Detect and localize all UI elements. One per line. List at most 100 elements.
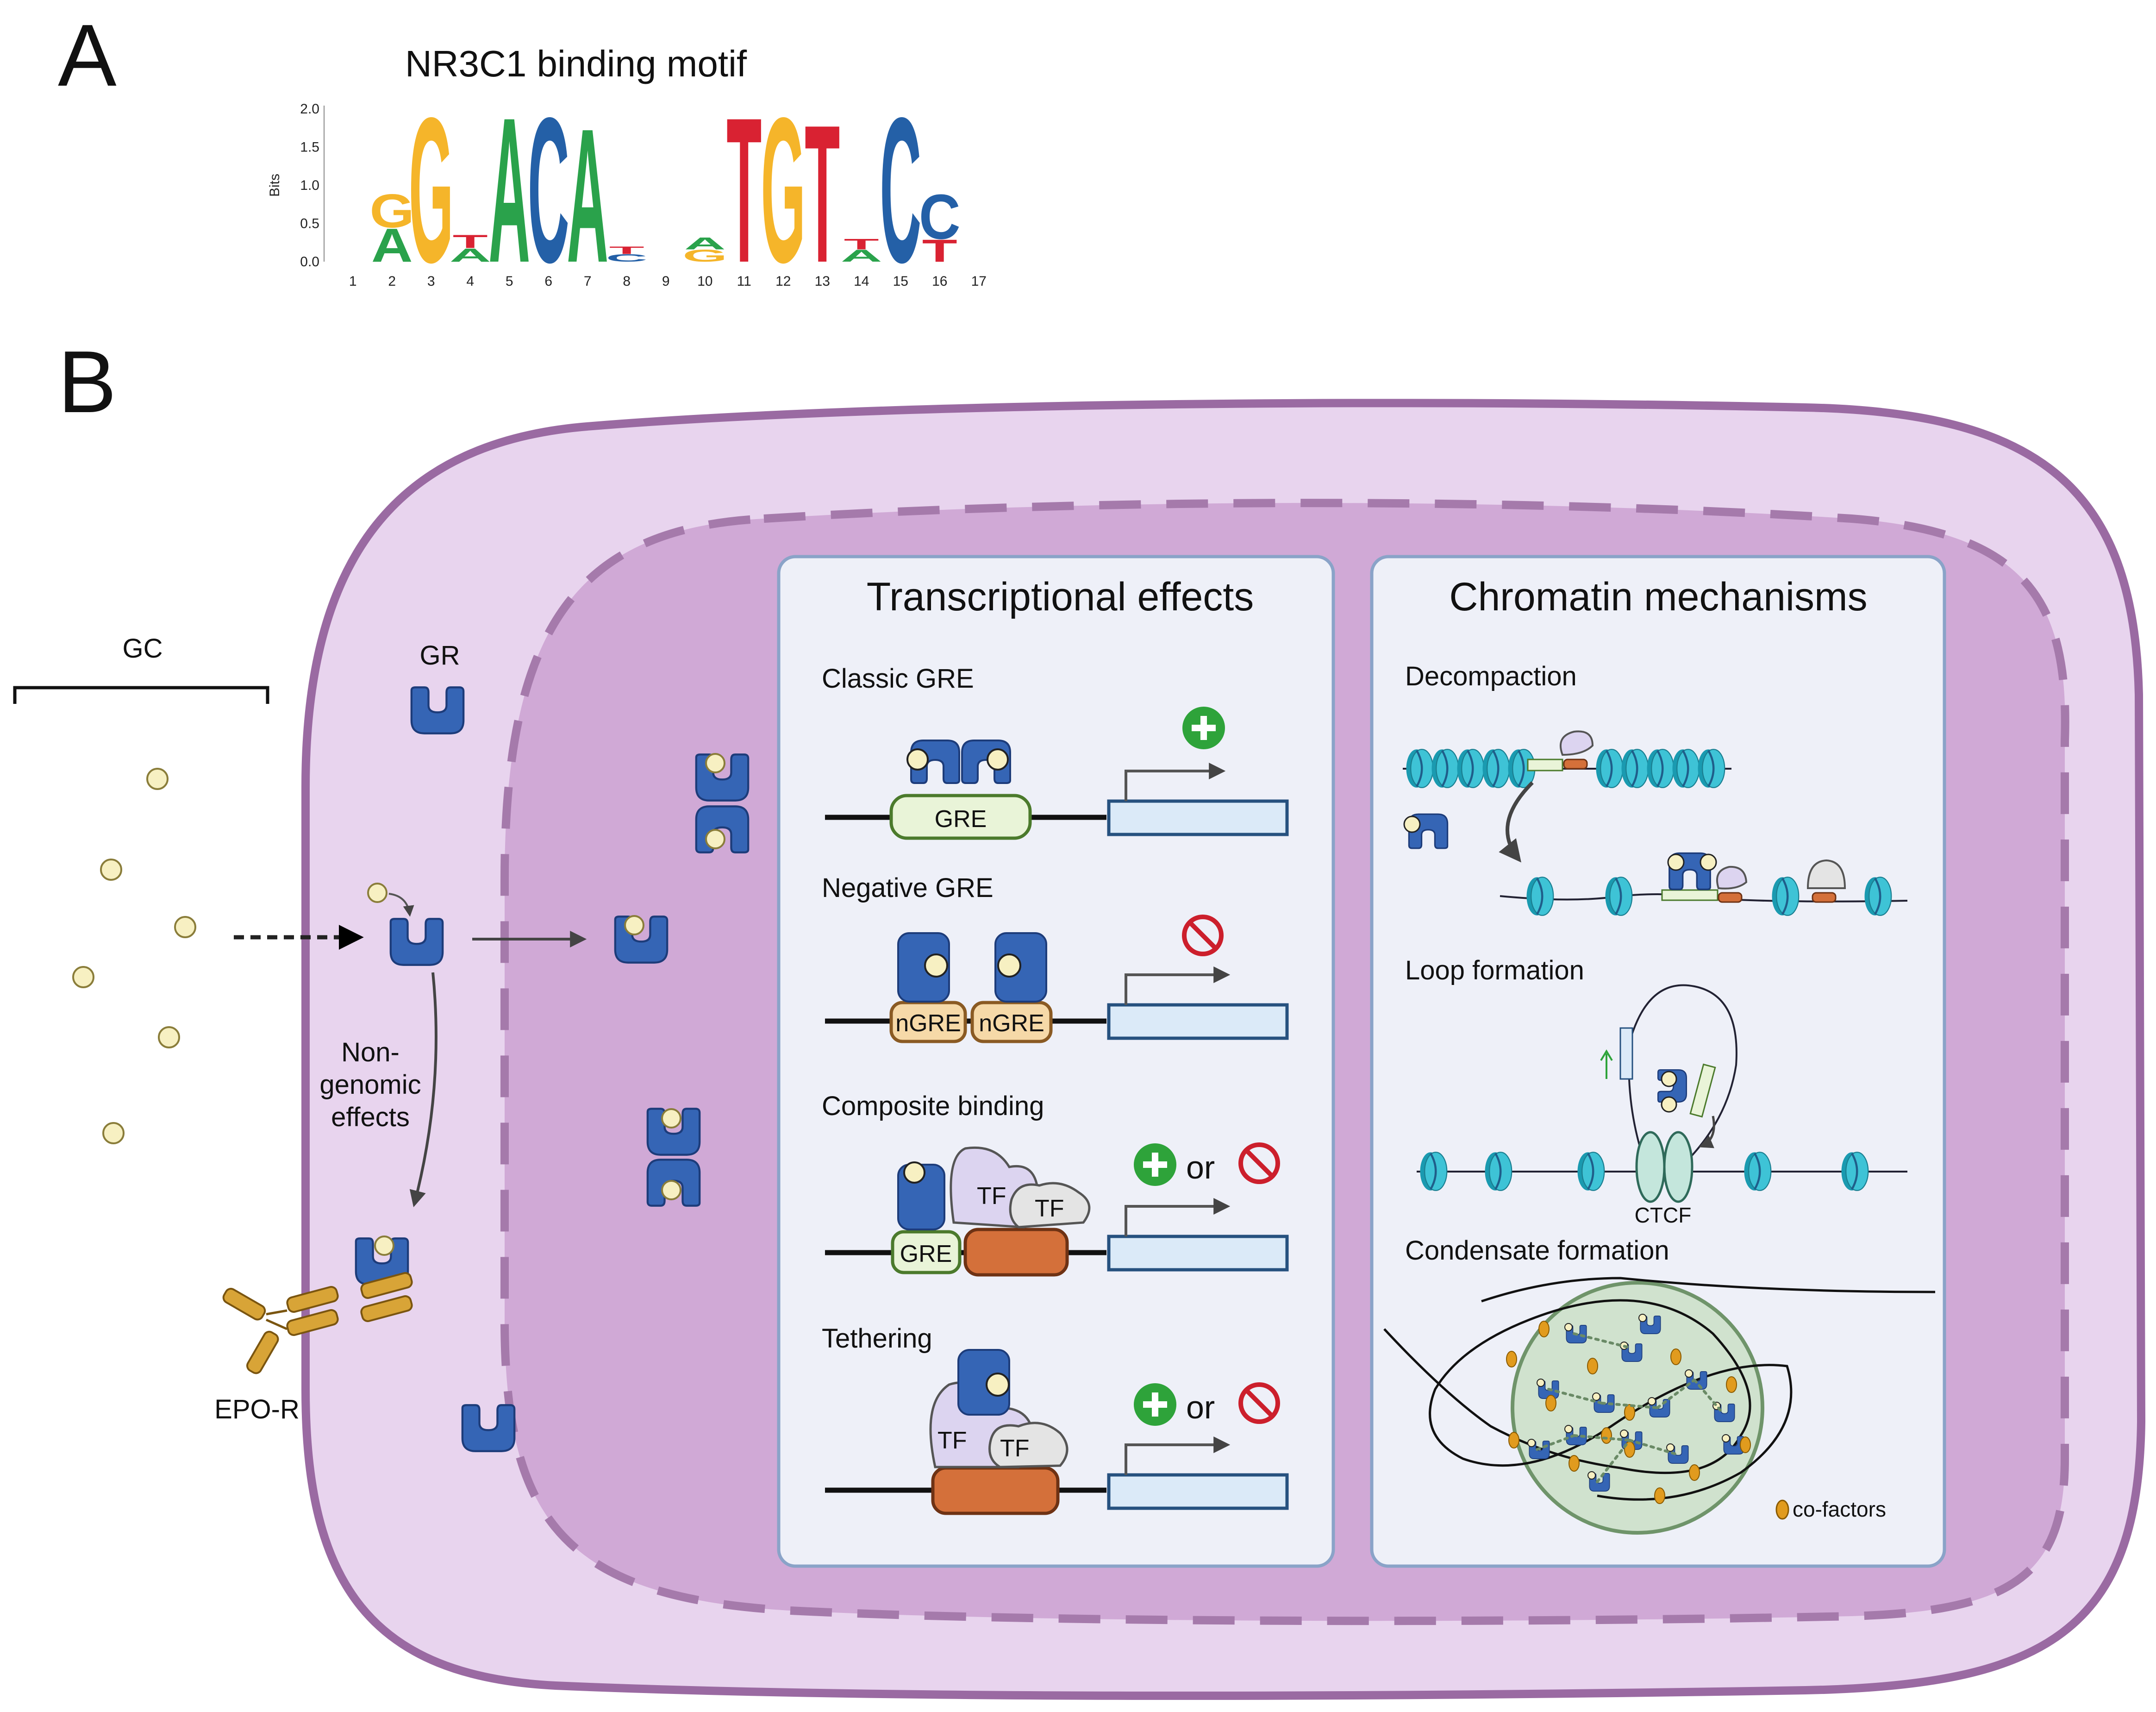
y-axis-label: Bits (267, 174, 282, 197)
gc-ligand (1648, 1397, 1656, 1405)
nucleosome-icon (1420, 1152, 1447, 1191)
logo-letter-A: A (450, 245, 491, 266)
logo-letter-T: T (844, 236, 879, 253)
interaction-link (1547, 1388, 1603, 1405)
nucleosome-icon (1485, 1152, 1512, 1191)
x-tick-label: 12 (775, 274, 791, 289)
tf-label-tethering-1: TF (937, 1427, 967, 1454)
epo-receptor (222, 1235, 413, 1374)
nucleosome-icon (1842, 1152, 1869, 1191)
logo-letter-G: G (369, 185, 414, 238)
gc-ligand (1685, 1369, 1693, 1378)
gc-ligand (1564, 1425, 1573, 1433)
epo-label: EPO-R (214, 1394, 300, 1424)
logo-letter-T: T (726, 74, 762, 306)
gc-ligand (1620, 1430, 1628, 1438)
gr-binding-gc (367, 883, 587, 1207)
nucleosome-icon (1606, 877, 1632, 916)
x-tick-label: 10 (697, 274, 712, 289)
gc-ligand (1722, 1434, 1730, 1442)
gc-ligand (1592, 1392, 1600, 1401)
gc-ligand (1537, 1379, 1545, 1387)
logo-letter-T: T (805, 84, 840, 304)
x-tick-label: 11 (737, 274, 751, 289)
panel-b-letter: B (58, 333, 117, 431)
negative-gre-label: Negative GRE (822, 873, 994, 903)
logo-letter-A: A (488, 74, 530, 306)
panel-a-letter: A (58, 6, 117, 105)
nucleosome-icon (1744, 1152, 1771, 1191)
gc-molecules (72, 768, 196, 1144)
interaction-link (1656, 1379, 1696, 1409)
nucleosome-icon (1406, 749, 1433, 788)
logo-letter-C: C (528, 74, 569, 306)
nucleosome-icon (1457, 749, 1484, 788)
x-tick-label: 14 (854, 274, 869, 289)
x-tick-label: 13 (815, 274, 830, 289)
interaction-link (1600, 1402, 1659, 1409)
ngre-label-2: nGRE (979, 1010, 1044, 1037)
panel-a: A NR3C1 binding motif Bits 2.01.51.00.50… (58, 6, 987, 306)
gc-label: GC (123, 633, 163, 664)
transcriptional-title: Transcriptional effects (867, 575, 1254, 619)
cofactor (1506, 1351, 1517, 1367)
transcriptional-box: Transcriptional effects Classic GRE GRE … (777, 555, 1335, 1568)
y-tick-label: 0.0 (300, 254, 319, 270)
ngre-label-1: nGRE (895, 1010, 961, 1037)
nucleosome-icon (1578, 1152, 1605, 1191)
cofactor (1569, 1455, 1580, 1472)
loop-label: Loop formation (1405, 955, 1584, 985)
gc-ligand (1527, 1439, 1536, 1447)
nongenomic-line1: Non- (341, 1037, 400, 1067)
gr-dimer-nucleus-2 (648, 1109, 700, 1205)
cofactor (1538, 1321, 1550, 1337)
or-label-tethering: or (1186, 1389, 1215, 1425)
nucleosome-icon (1622, 749, 1649, 788)
condensate-label: Condensate formation (1405, 1235, 1669, 1266)
gr-dimer-nucleus-1 (696, 753, 748, 853)
y-axis-ticks: 2.01.51.00.50.0 (300, 101, 319, 270)
logo-letter-T: T (453, 231, 488, 252)
cofactor (1587, 1358, 1598, 1374)
nucleosome-icon (1432, 749, 1459, 788)
tethering-label: Tethering (822, 1323, 932, 1354)
tf-label-composite-2: TF (1035, 1195, 1064, 1222)
logo-letter-A: A (841, 246, 882, 265)
x-tick-label: 8 (623, 274, 631, 289)
interaction-link (1693, 1379, 1724, 1414)
x-tick-label: 9 (662, 274, 670, 289)
logo-letter-T: T (609, 245, 644, 257)
cofactor (1545, 1395, 1556, 1411)
tf-label-composite-1: TF (977, 1183, 1006, 1210)
nucleosome-icon (1483, 749, 1510, 788)
nongenomic-line3: effects (331, 1102, 410, 1132)
logo-letter-A: A (567, 88, 608, 302)
gc-bracket (13, 686, 269, 704)
nucleosome-icon (1673, 749, 1700, 788)
y-tick-label: 1.0 (300, 178, 319, 193)
y-tick-label: 0.5 (300, 216, 319, 232)
logo-letter-A: A (371, 219, 413, 272)
cofactors-label: co-factors (1793, 1497, 1886, 1521)
chromatin-box: Chromatin mechanisms Decompaction Loop f… (1370, 555, 1946, 1568)
gre-label-composite: GRE (900, 1241, 952, 1267)
logo-letter-G: G (761, 74, 806, 306)
x-tick-label: 17 (971, 274, 987, 289)
cofactor (1601, 1427, 1612, 1444)
gc-ligand (1638, 1314, 1647, 1322)
condensate-complexes (1506, 1314, 1751, 1504)
nucleosome-icon (1596, 749, 1623, 788)
gc-ligand (1587, 1471, 1596, 1480)
logo-letter-C: C (919, 181, 961, 252)
nucleosome-icon (1698, 749, 1725, 788)
x-tick-label: 3 (427, 274, 435, 289)
gr-label: GR (420, 640, 460, 671)
nucleosome-icon (1865, 877, 1892, 916)
interaction-link (1596, 1439, 1631, 1483)
interaction-link (1536, 1434, 1575, 1451)
x-tick-label: 2 (388, 274, 396, 289)
motif-title: NR3C1 binding motif (405, 43, 747, 84)
x-tick-label: 7 (584, 274, 592, 289)
